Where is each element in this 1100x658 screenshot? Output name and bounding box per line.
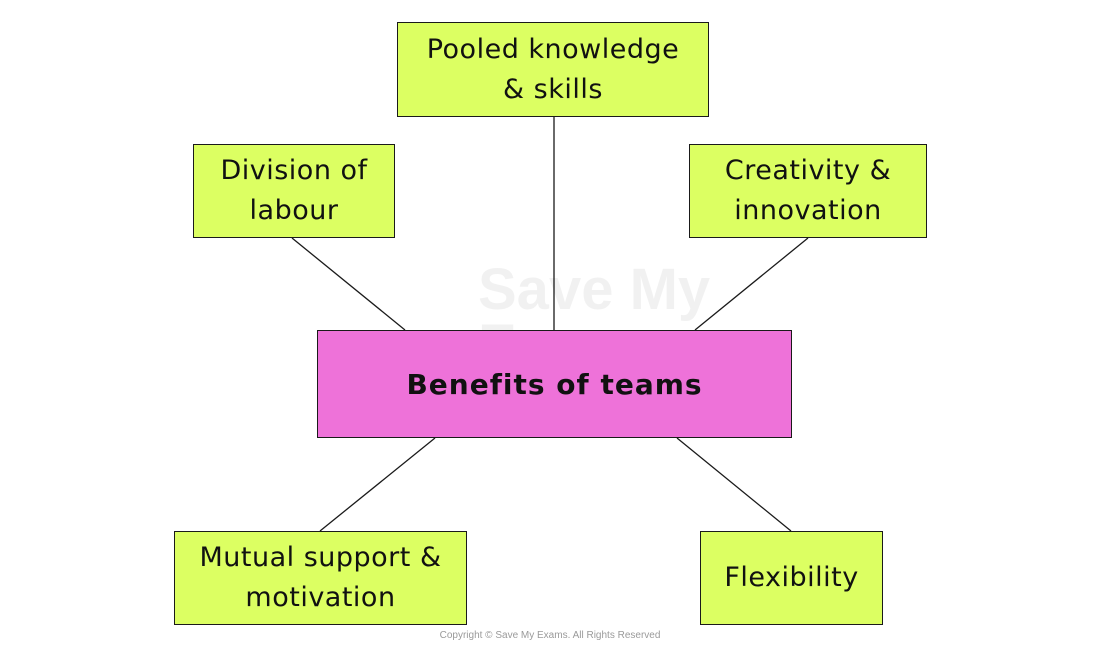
branch-label: Flexibility (724, 562, 859, 593)
branch-label: Division of labour (220, 155, 368, 226)
branch-creativity-innovation: Creativity & innovation (689, 144, 927, 238)
watermark-line-1: Save My (478, 257, 711, 322)
branch-pooled-knowledge: Pooled knowledge & skills (397, 22, 709, 117)
branch-mutual-support: Mutual support & motivation (174, 531, 467, 625)
connector-right (694, 237, 809, 331)
center-node: Benefits of teams (317, 330, 792, 438)
copyright-notice: Copyright © Save My Exams. All Rights Re… (439, 630, 661, 641)
branch-label: Mutual support & motivation (199, 542, 442, 613)
connector-bottom-left (319, 437, 436, 532)
branch-label: Creativity & innovation (724, 155, 892, 226)
connector-left (291, 237, 406, 331)
connector-bottom-right (676, 437, 792, 532)
branch-division-of-labour: Division of labour (193, 144, 395, 238)
branch-flexibility: Flexibility (700, 531, 883, 625)
branch-label: Pooled knowledge & skills (426, 33, 680, 105)
center-label: Benefits of teams (406, 367, 703, 401)
